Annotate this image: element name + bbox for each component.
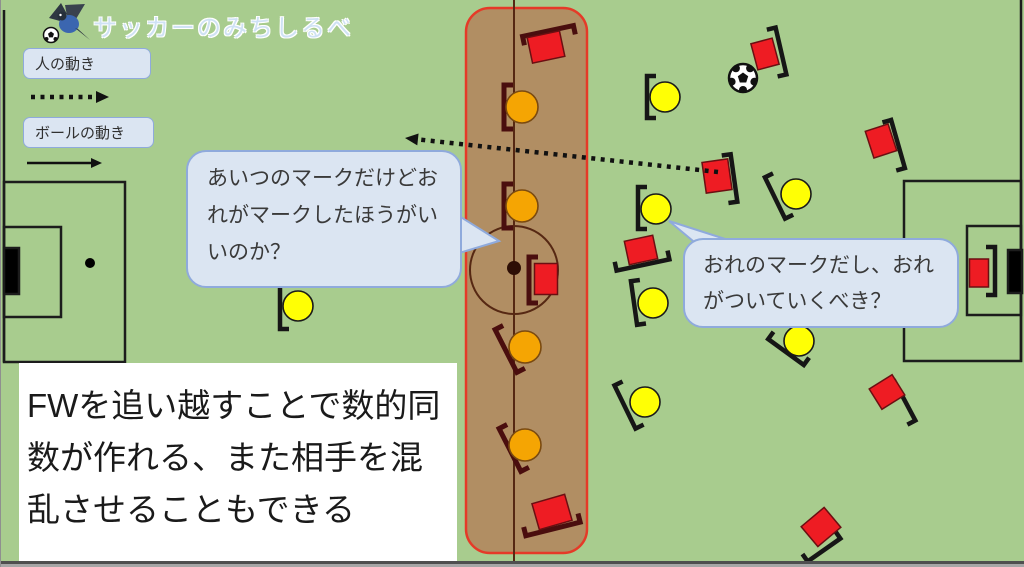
speech-bubble-right: おれのマークだし、おれ がついていくべき？ — [683, 238, 959, 328]
teammate-marker — [783, 325, 815, 357]
opponent-player-red — [968, 244, 998, 298]
opponent-marker — [533, 262, 559, 296]
page-title: サッカーのみちしるべ — [93, 15, 353, 42]
mark-bracket — [491, 323, 527, 376]
mark-bracket — [628, 277, 647, 328]
opponent-player-red — [519, 22, 578, 65]
speech-bubble-left: あいつのマークだけどお れがマークしたほうがい いのか？ — [186, 150, 462, 288]
left-penalty-spot — [85, 258, 95, 268]
slide-bottom-border — [1, 561, 1024, 564]
mark-bracket — [766, 24, 790, 79]
opponent-player-red — [868, 373, 919, 427]
mark-bracket — [526, 254, 538, 306]
mark-bracket — [986, 244, 998, 298]
teammate-marker — [629, 386, 661, 418]
mark-bracket — [635, 184, 647, 232]
right-goal — [1006, 248, 1024, 295]
opponent-marker — [526, 29, 566, 65]
mascot-logo-icon — [42, 3, 90, 44]
opponent-marker — [800, 506, 842, 548]
ball-movement-arrow-sample — [27, 158, 102, 168]
mark-bracket — [501, 82, 513, 132]
opponent-marker — [868, 373, 906, 411]
mark-bracket — [611, 379, 645, 432]
opponent-player-red — [612, 234, 673, 274]
teammate-marker — [640, 193, 672, 225]
slide-bottom-shadow — [1, 564, 1024, 567]
left-goal — [2, 246, 21, 296]
teammate-player-yellow — [644, 73, 681, 121]
opponent-marker — [864, 123, 898, 159]
left-penalty-box — [2, 180, 127, 364]
bubble-line: おれのマークだし、おれ — [703, 254, 934, 277]
person-movement-arrow-sample — [31, 91, 109, 103]
note-box: FWを追い越すことで数的同 数が作れる、また相手を混 乱させることもできる — [19, 363, 457, 563]
center-spot — [507, 261, 521, 275]
opponent-marker — [531, 493, 573, 531]
opponent-player-red — [521, 493, 584, 539]
bubble-line: がついていくべき？ — [703, 290, 892, 313]
teammate-player-yellow — [635, 184, 672, 232]
forward-player-orange — [491, 323, 542, 376]
opponent-player-red — [526, 254, 559, 306]
mark-bracket — [800, 529, 844, 565]
teammate-marker — [649, 81, 681, 113]
forward-marker — [505, 90, 539, 124]
bubble-line: いのか？ — [207, 241, 291, 264]
soccer-ball-icon — [727, 62, 759, 94]
player-markers-layer — [277, 22, 998, 565]
opponent-marker — [623, 234, 659, 266]
bubble-line: あいつのマークだけどお — [207, 167, 438, 190]
mark-bracket — [519, 22, 578, 46]
teammate-player-yellow — [765, 325, 815, 369]
mark-bracket — [644, 73, 656, 121]
forward-marker — [508, 428, 542, 462]
teammate-player-yellow — [761, 171, 812, 222]
legend-ball-movement: ボールの動き — [23, 117, 154, 148]
teammate-marker — [780, 178, 812, 210]
forward-player-orange — [501, 82, 539, 132]
note-line: 乱させることもできる — [27, 491, 356, 528]
mark-bracket — [721, 151, 740, 206]
teammate-player-yellow — [628, 277, 669, 328]
bubble-line: れがマークしたほうがい — [207, 204, 438, 227]
opponent-marker — [701, 157, 733, 195]
forward-marker — [508, 330, 542, 364]
teammate-player-yellow — [611, 379, 661, 432]
teammate-marker — [282, 290, 314, 322]
mark-bracket — [521, 512, 584, 539]
opponent-player-red — [800, 506, 844, 565]
left-penalty-area — [2, 10, 127, 364]
mark-bracket — [765, 330, 811, 369]
opponent-player-red — [749, 24, 790, 79]
note-line: 数が作れる、また相手を混 — [27, 439, 423, 476]
opponent-player-red — [701, 151, 740, 206]
legend-ball-label: ボールの動き — [35, 125, 126, 142]
legend-person-label: 人の動き — [35, 56, 96, 73]
forward-player-orange — [501, 181, 539, 231]
person-movement-arrow — [405, 133, 719, 175]
teammate-player-yellow — [277, 280, 314, 332]
legend-person-movement: 人の動き — [23, 48, 151, 79]
teammate-marker — [637, 287, 669, 319]
mark-bracket — [761, 171, 795, 222]
forward-player-orange — [495, 422, 542, 475]
mark-bracket — [501, 181, 513, 231]
mark-bracket — [881, 117, 908, 173]
note-line: FWを追い越すことで数的同 — [27, 387, 441, 424]
opponent-player-red — [864, 117, 908, 173]
mark-bracket — [612, 250, 673, 274]
opponent-marker — [749, 37, 781, 71]
opponent-marker — [968, 258, 990, 288]
forward-marker — [505, 189, 539, 223]
